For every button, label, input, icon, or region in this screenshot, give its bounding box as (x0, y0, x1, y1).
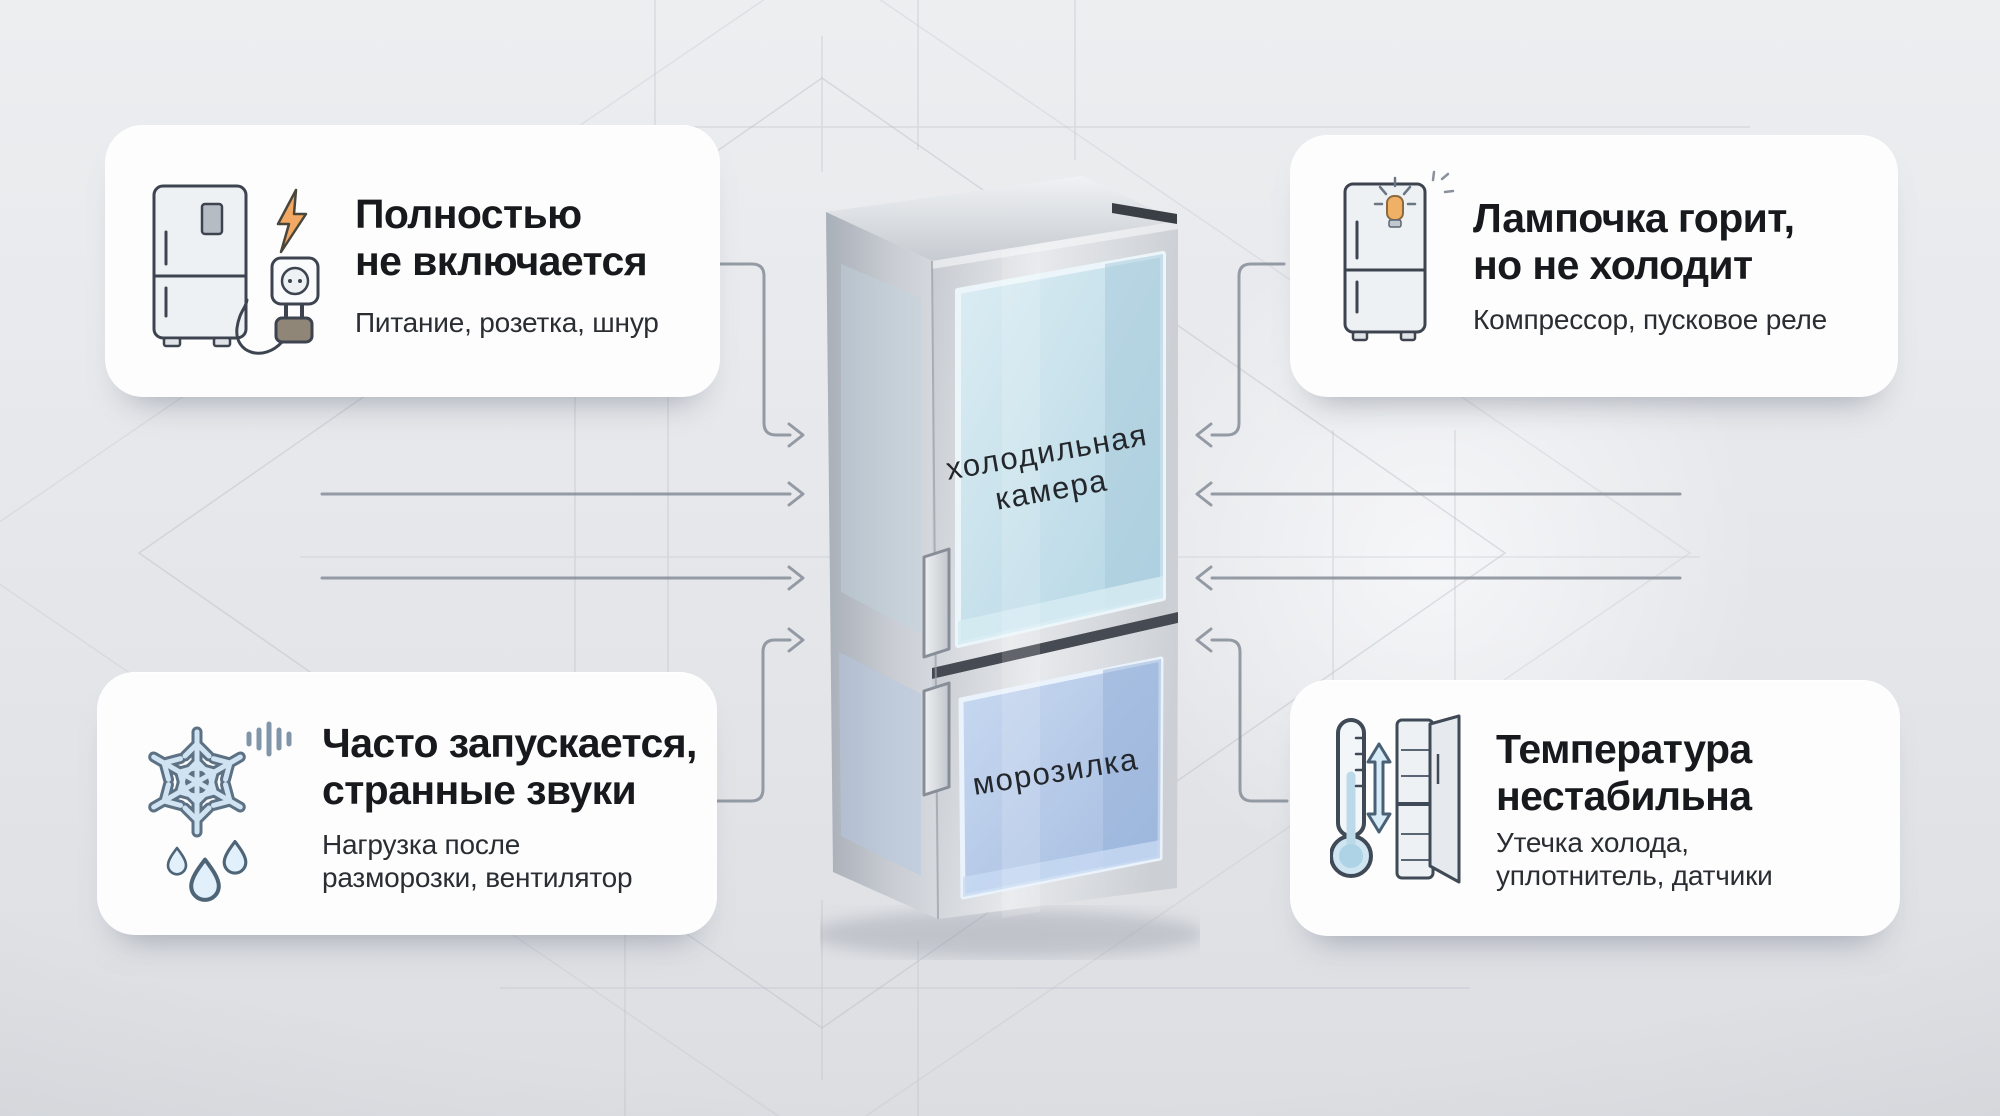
card-title-line1: Полностью (355, 191, 582, 237)
sound-waves-icon (246, 721, 292, 757)
card-title-line2: странные звуки (322, 767, 637, 813)
connector-bottom-left-2 (714, 638, 792, 803)
card-power-not-turning-on: Полностью не включается Питание, розетка… (105, 125, 720, 397)
lightning-bolt-icon (276, 188, 308, 254)
fridge-lower-door-handle (922, 681, 951, 797)
card-title-line2: но не холодит (1473, 242, 1753, 288)
snowflake-drops-sound-icon (145, 721, 292, 902)
up-down-arrow-icon (1366, 742, 1392, 834)
fridge-top-face (826, 176, 1178, 261)
card-frequent-starts-strange-sounds: Часто запускается, странные звуки Нагруз… (97, 672, 717, 935)
card-subtitle-line2: разморозки, вентилятор (322, 862, 633, 893)
fridge-illustration: холодильная камера морозилка (820, 176, 1200, 958)
fridge-left-panel-lower (839, 652, 921, 876)
fridge-lower-window-wall (1103, 659, 1161, 868)
arrowheads-left-pointing (1195, 422, 1213, 653)
fridge-left-panel-upper (841, 264, 921, 634)
fridge-top-edge-strip (932, 221, 1178, 269)
card-title-line2: нестабильна (1496, 773, 1752, 819)
fridge-door-gap (932, 612, 1178, 679)
card-unstable-temperature: Температура нестабильна Утечка холода, у… (1290, 680, 1900, 936)
connector-bottom-right-2 (1210, 638, 1289, 803)
fridge-upper-door-handle (922, 547, 951, 659)
fridge-door-sheen (1002, 246, 1040, 918)
card-subtitle-line1: Питание, розетка, шнур (355, 307, 659, 338)
fridge-upper-window-floor (958, 576, 1163, 645)
open-fridge-icon (1395, 714, 1461, 884)
card-subtitle-line1: Компрессор, пусковое реле (1473, 304, 1828, 335)
water-drops-icon (166, 840, 248, 902)
fridge-upper-window-wall (1105, 254, 1163, 610)
card-lamp-on-no-cooling: Лампочка горит, но не холодит Компрессор… (1290, 135, 1898, 397)
fridge-lamp-on-icon (1343, 170, 1455, 342)
fridge-floor-shadow (820, 910, 1200, 958)
fridge-top-handle (1112, 203, 1177, 224)
connector-top-right-1 (1210, 262, 1286, 437)
power-socket-icon (270, 256, 320, 306)
connector-top-left-1 (717, 262, 792, 437)
thermometer-icon (1330, 718, 1373, 878)
snowflake-icon (148, 732, 247, 832)
card-subtitle-line1: Утечка холода, (1496, 827, 1689, 858)
card-subtitle-line1: Нагрузка после (322, 829, 521, 860)
thermometer-fridge-icon (1330, 714, 1461, 884)
card-subtitle-line2: уплотнитель, датчики (1496, 860, 1773, 891)
power-plug-icon (235, 298, 314, 355)
card-title-line1: Лампочка горит, (1473, 195, 1795, 241)
corner-glow-rays (1431, 170, 1455, 194)
arrowheads-right-pointing (787, 422, 805, 653)
card-title-line2: не включается (355, 238, 648, 284)
glowing-lamp-icon (1373, 176, 1417, 228)
card-title-line1: Часто запускается, (322, 720, 697, 766)
fridge-unplugged-icon (152, 184, 320, 355)
fridge-lower-window-floor (963, 840, 1160, 897)
card-title-line1: Температура (1496, 726, 1752, 772)
